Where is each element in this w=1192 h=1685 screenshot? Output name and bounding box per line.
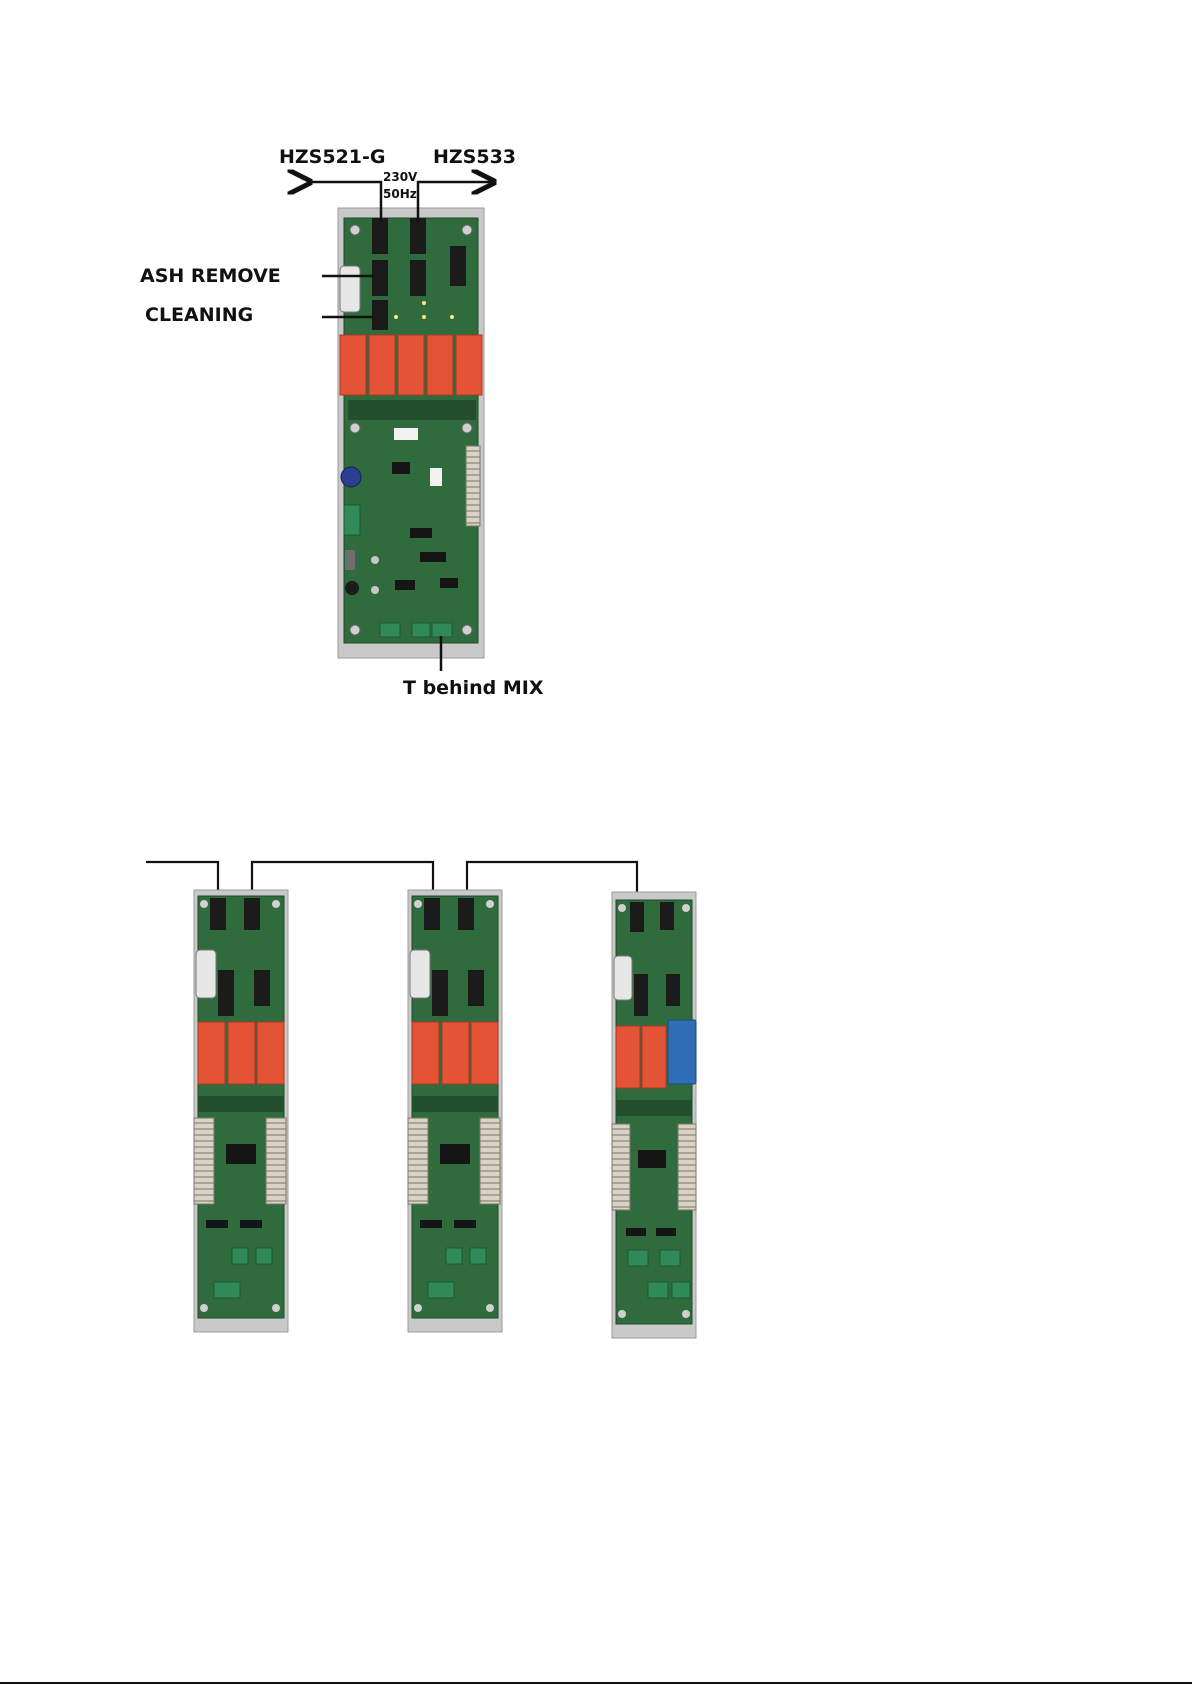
label-t-behind-mix: T behind MIX: [403, 677, 544, 699]
expansion-board-1: [194, 890, 288, 1332]
connector-x3: [372, 260, 388, 296]
pin-header: [466, 446, 480, 526]
label-50hz: 50Hz: [383, 187, 417, 201]
connector-x1: [372, 218, 388, 254]
connector-x2: [410, 218, 426, 254]
label-230v: 230V: [383, 170, 418, 184]
label-ash-remove: ASH REMOVE: [140, 265, 281, 287]
blue-relay-icon: [668, 1020, 696, 1084]
label-cleaning: CLEANING: [145, 304, 253, 326]
connector-x6: [450, 246, 466, 286]
label-hzs533: HZS533: [433, 146, 516, 168]
connector-x4: [410, 260, 426, 296]
relay-row: [340, 335, 482, 395]
capacitor-icon: [341, 467, 361, 487]
expansion-board-2: [408, 890, 502, 1332]
bottom-connectors: [380, 623, 452, 637]
label-hzs521: HZS521-G: [279, 146, 386, 168]
expansion-board-3: [612, 892, 696, 1338]
connector-x5: [372, 300, 388, 330]
fuse-icon: [340, 266, 360, 312]
